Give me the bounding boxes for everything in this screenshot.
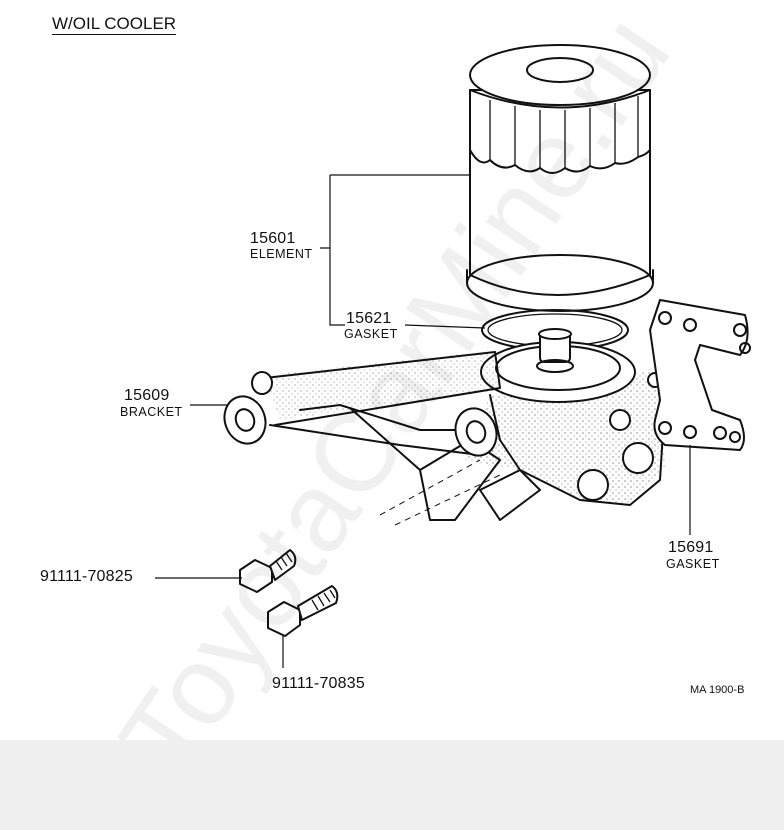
diagram-title: W/OIL COOLER — [52, 14, 177, 35]
assembly-dashed-line — [379, 459, 481, 516]
element-part-number[interactable]: 15601 — [250, 230, 296, 247]
drawing-id: MA 1900-B — [690, 684, 745, 696]
assembly-dashed-line — [394, 474, 501, 526]
oil-filter-assembly-drawing — [155, 44, 751, 668]
bracket-icon — [223, 350, 501, 471]
bracket-part-name: BRACKET — [120, 405, 183, 419]
cooler-gasket-part-name: GASKET — [666, 557, 720, 571]
gasket-leader-line — [404, 324, 486, 329]
bolt-short-part-number[interactable]: 91111-70825 — [40, 568, 133, 585]
oil-cooler-body-icon — [419, 328, 666, 521]
cooler-gasket-icon — [649, 299, 751, 451]
cooler-gasket-part-number[interactable]: 15691 — [668, 539, 714, 556]
bolt-short-icon — [239, 549, 297, 593]
element-gasket-part-name: GASKET — [344, 327, 398, 341]
element-part-name: ELEMENT — [250, 247, 313, 261]
bolt-long-icon — [267, 585, 339, 637]
parts-diagram: ToyotaCarMine.ru W/OIL COOLER 15601 ELEM… — [40, 0, 751, 796]
bolt-long-part-number[interactable]: 91111-70835 — [272, 675, 365, 692]
bracket-part-number[interactable]: 15609 — [124, 387, 170, 404]
oil-filter-element-icon — [466, 44, 654, 312]
element-leader-line — [320, 174, 470, 326]
footer-band — [0, 740, 784, 830]
element-gasket-part-number[interactable]: 15621 — [346, 310, 392, 327]
